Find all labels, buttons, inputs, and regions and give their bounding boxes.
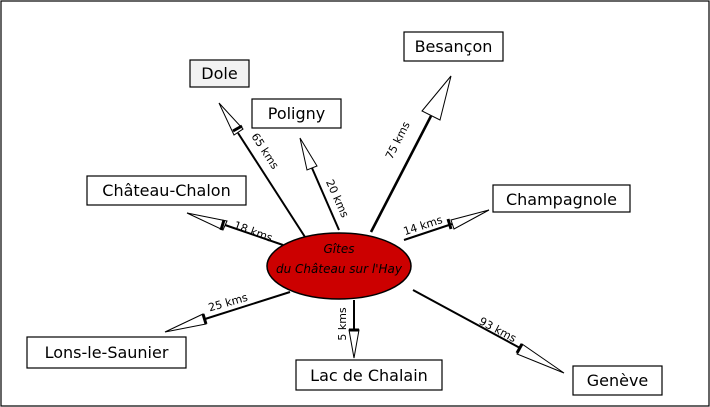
route-lons-le-saunier: 25 kms [164, 291, 291, 333]
route-line-poligny [311, 167, 340, 231]
box-label-dole: Dole [201, 64, 237, 83]
arrowhead-geneve [516, 343, 565, 374]
box-frame-dole [189, 59, 250, 88]
route-line-lons-le-saunier [204, 291, 291, 320]
distance-label-chateau-chalon: 18 kms [232, 219, 275, 245]
box-label-lac-de-chalain: Lac de Chalain [310, 366, 428, 385]
center-node: Gîtes du Château sur l'Hay [266, 232, 412, 300]
route-champagnole: 14 kms [402, 209, 490, 241]
arrowhead-besancon [421, 75, 452, 121]
box-geneve: Genève [572, 365, 663, 396]
arrowhead-dole [218, 102, 244, 136]
box-label-besancon: Besançon [415, 37, 493, 56]
tick-dole [232, 124, 243, 133]
box-label-champagnole: Champagnole [506, 190, 617, 209]
box-frame-besancon [403, 31, 504, 62]
center-title-line1: Gîtes [324, 242, 355, 256]
route-poligny: 20 kms [299, 137, 351, 231]
arrowhead-champagnole [450, 209, 490, 230]
arrowhead-lons-le-saunier [164, 313, 207, 333]
arrowhead-poligny [299, 137, 318, 171]
distance-label-dole: 65 kms [249, 131, 282, 172]
route-line-geneve [412, 289, 521, 349]
box-label-geneve: Genève [587, 371, 649, 390]
distance-label-lac-de-chalain: 5 kms [336, 307, 349, 341]
route-chateau-chalon: 18 kms [186, 212, 284, 246]
box-besancon: Besançon [403, 31, 504, 62]
distance-label-geneve: 93 kms [477, 315, 519, 346]
box-frame-chateau-chalon [86, 175, 247, 206]
arrowhead-lac-de-chalain [348, 329, 360, 359]
distance-label-poligny: 20 kms [323, 178, 351, 220]
center-title-line2: du Château sur l'Hay [276, 262, 403, 276]
box-poligny: Poligny [251, 98, 342, 129]
route-lac-de-chalain: 5 kms [336, 300, 360, 359]
box-lons-le-saunier: Lons-le-Saunier [26, 336, 187, 369]
route-line-dole [237, 132, 306, 238]
tick-lons-le-saunier [201, 313, 208, 325]
box-frame-champagnole [492, 184, 631, 213]
box-frame-poligny [251, 98, 342, 129]
box-frame-lons-le-saunier [26, 336, 187, 369]
box-label-poligny: Poligny [268, 104, 326, 123]
tick-chateau-chalon [219, 219, 226, 231]
box-champagnole: Champagnole [492, 184, 631, 213]
center-ellipse [266, 232, 412, 300]
route-line-chateau-chalon [224, 224, 284, 246]
route-line-champagnole [403, 223, 453, 241]
arrowhead-chateau-chalon [186, 212, 228, 231]
box-chateau-chalon: Château-Chalon [86, 175, 247, 206]
distance-label-besancon: 75 kms [383, 119, 413, 161]
box-frame-geneve [572, 365, 663, 396]
box-label-lons-le-saunier: Lons-le-Saunier [45, 343, 169, 362]
tick-champagnole [446, 218, 453, 230]
box-lac-de-chalain: Lac de Chalain [295, 359, 443, 391]
box-frame-lac-de-chalain [295, 359, 443, 391]
tick-geneve [515, 343, 524, 354]
box-dole: Dole [189, 59, 250, 88]
box-label-chateau-chalon: Château-Chalon [102, 181, 230, 200]
route-besancon: 75 kms [369, 75, 452, 233]
route-line-besancon [369, 115, 433, 233]
